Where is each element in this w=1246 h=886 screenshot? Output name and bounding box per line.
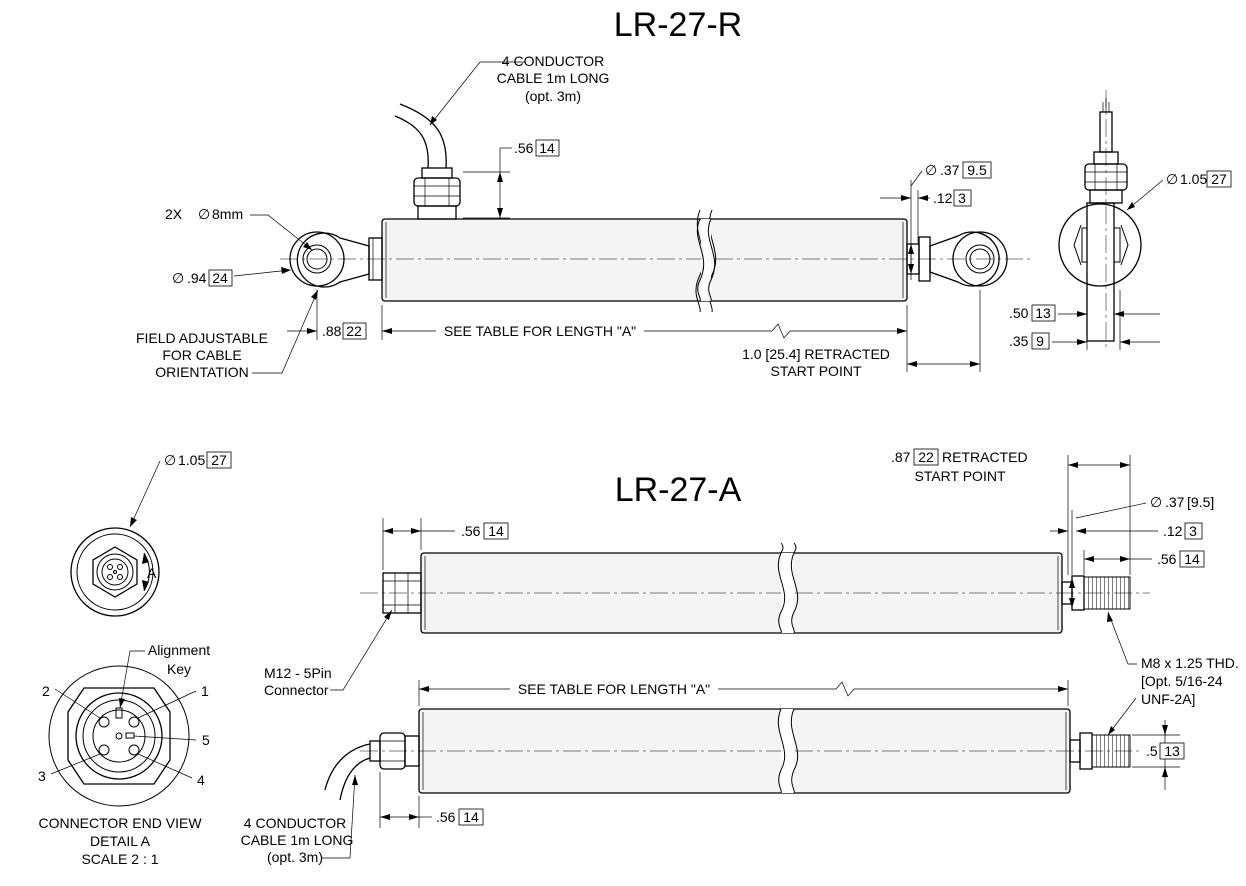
svg-text:4 CONDUCTOR: 4 CONDUCTOR xyxy=(244,815,346,831)
svg-text:5: 5 xyxy=(202,732,210,748)
svg-text:1.05: 1.05 xyxy=(178,452,205,468)
svg-text:27: 27 xyxy=(1211,171,1227,187)
svg-text:CABLE 1m LONG: CABLE 1m LONG xyxy=(241,832,354,848)
svg-text:1.0 [25.4] RETRACTED: 1.0 [25.4] RETRACTED xyxy=(742,346,890,362)
svg-text:14: 14 xyxy=(539,140,555,156)
svg-text:4 CONDUCTOR: 4 CONDUCTOR xyxy=(502,53,604,69)
svg-text:1.05: 1.05 xyxy=(1180,171,1207,187)
svg-text:14: 14 xyxy=(488,523,504,539)
lr27r-front-view xyxy=(280,103,1030,313)
svg-text:A: A xyxy=(147,565,157,581)
svg-text:.12: .12 xyxy=(933,190,953,206)
svg-text:(opt. 3m): (opt. 3m) xyxy=(267,849,323,865)
svg-text:Connector: Connector xyxy=(264,682,329,698)
svg-text:M8 x 1.25 THD.: M8 x 1.25 THD. xyxy=(1141,655,1239,671)
svg-text:13: 13 xyxy=(1164,743,1180,759)
svg-text:DETAIL A: DETAIL A xyxy=(90,833,151,849)
svg-text:9: 9 xyxy=(1036,333,1044,349)
svg-text:27: 27 xyxy=(211,452,227,468)
svg-text:24: 24 xyxy=(212,270,228,286)
svg-text:2: 2 xyxy=(42,683,50,699)
svg-text:∅: ∅ xyxy=(1150,494,1162,510)
lr27a-upper-annotations: .56 14 M12 - 5Pin Connector .87 22 RETRA… xyxy=(264,448,1214,698)
svg-text:22: 22 xyxy=(918,449,934,465)
svg-text:Key: Key xyxy=(167,661,191,677)
svg-text:CONNECTOR END VIEW: CONNECTOR END VIEW xyxy=(38,815,202,831)
svg-text:4: 4 xyxy=(197,772,205,788)
svg-text:SCALE 2 : 1: SCALE 2 : 1 xyxy=(81,851,158,867)
svg-text:3: 3 xyxy=(1189,523,1197,539)
svg-text:RETRACTED: RETRACTED xyxy=(942,449,1028,465)
svg-text:ORIENTATION: ORIENTATION xyxy=(155,364,249,380)
svg-text:22: 22 xyxy=(346,323,362,339)
svg-text:.12: .12 xyxy=(1163,523,1183,539)
title-lr-27-a: LR-27-A xyxy=(615,471,742,509)
svg-text:9.5: 9.5 xyxy=(967,162,987,178)
svg-text:.56: .56 xyxy=(461,523,481,539)
svg-text:.56: .56 xyxy=(436,809,456,825)
svg-text:.87: .87 xyxy=(891,449,911,465)
svg-text:∅: ∅ xyxy=(1166,171,1178,187)
svg-text:.88: .88 xyxy=(322,323,342,339)
svg-text:∅: ∅ xyxy=(925,162,937,178)
svg-text:.5: .5 xyxy=(1146,743,1158,759)
svg-text:.35: .35 xyxy=(1009,333,1029,349)
lr27a-end-view: A ∅ 1.05 27 xyxy=(70,451,232,617)
svg-text:(opt. 3m): (opt. 3m) xyxy=(525,88,581,104)
svg-text:14: 14 xyxy=(463,809,479,825)
svg-text:UNF-2A]: UNF-2A] xyxy=(1141,691,1195,707)
lr27a-lower-view xyxy=(324,708,1140,801)
connector-detail-a: Alignment Key 1 2 3 4 5 CONNECTOR END VI… xyxy=(38,642,210,867)
svg-text:FOR CABLE: FOR CABLE xyxy=(162,347,241,363)
svg-text:Alignment: Alignment xyxy=(148,642,210,658)
svg-text:SEE TABLE FOR LENGTH "A": SEE TABLE FOR LENGTH "A" xyxy=(444,323,636,339)
svg-text:3: 3 xyxy=(958,190,966,206)
svg-text:[9.5]: [9.5] xyxy=(1187,494,1214,510)
svg-text:2X: 2X xyxy=(165,206,183,222)
svg-text:13: 13 xyxy=(1035,305,1051,321)
svg-text:.56: .56 xyxy=(1157,551,1177,567)
lr27r-side-view: ∅ 1.05 27 .50 13 .35 9 xyxy=(1009,90,1232,350)
svg-text:FIELD ADJUSTABLE: FIELD ADJUSTABLE xyxy=(136,330,268,346)
lr27a-upper-view xyxy=(360,542,1150,634)
title-lr-27-r: LR-27-R xyxy=(614,6,742,44)
svg-text:∅: ∅ xyxy=(164,452,176,468)
svg-text:3: 3 xyxy=(38,768,46,784)
svg-text:∅: ∅ xyxy=(198,206,210,222)
svg-text:.94: .94 xyxy=(187,270,207,286)
svg-text:.50: .50 xyxy=(1009,305,1029,321)
svg-text:.37: .37 xyxy=(1165,494,1185,510)
svg-text:SEE TABLE FOR LENGTH "A": SEE TABLE FOR LENGTH "A" xyxy=(518,681,710,697)
svg-text:.37: .37 xyxy=(940,162,960,178)
svg-text:START POINT: START POINT xyxy=(770,363,861,379)
svg-text:[Opt. 5/16-24: [Opt. 5/16-24 xyxy=(1141,673,1223,689)
svg-text:14: 14 xyxy=(1184,551,1200,567)
svg-text:.56: .56 xyxy=(514,140,534,156)
svg-text:START POINT: START POINT xyxy=(914,468,1005,484)
svg-text:CABLE 1m LONG: CABLE 1m LONG xyxy=(497,70,610,86)
lr27a-lower-annotations: SEE TABLE FOR LENGTH "A" M8 x 1.25 THD. … xyxy=(241,611,1239,865)
svg-text:8mm: 8mm xyxy=(212,206,243,222)
lr27r-annotations: 4 CONDUCTOR CABLE 1m LONG (opt. 3m) .56 … xyxy=(136,53,992,380)
svg-text:1: 1 xyxy=(201,683,209,699)
svg-text:∅: ∅ xyxy=(172,270,184,286)
svg-text:M12 - 5Pin: M12 - 5Pin xyxy=(264,665,332,681)
